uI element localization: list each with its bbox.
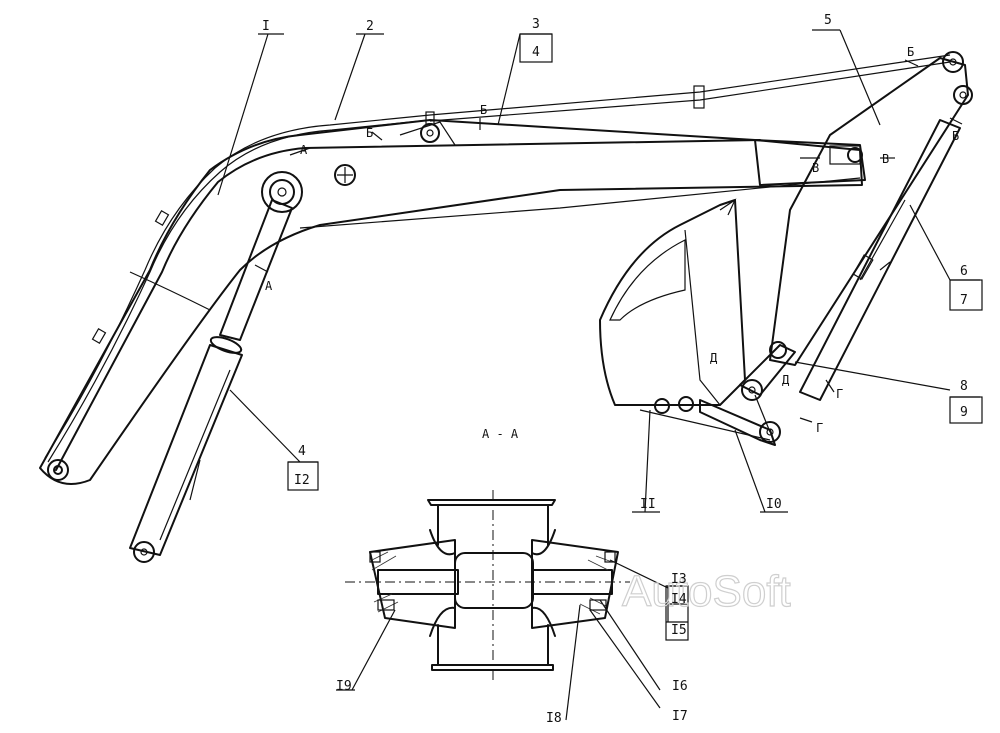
mark-b-4: Б	[952, 129, 959, 143]
callout-13: I3	[671, 572, 687, 587]
callout-4-boom: 4	[532, 45, 540, 60]
callout-1: I	[262, 19, 270, 34]
watermark: AutoSoft	[622, 567, 791, 616]
mark-v-2: В	[882, 152, 889, 166]
mark-a-lower: А	[265, 279, 273, 293]
callout-9: 9	[960, 405, 968, 420]
mark-b-2: Б	[480, 103, 487, 117]
mark-b-3: Б	[907, 45, 914, 59]
hydraulic-hoses	[44, 54, 951, 463]
bucket-cylinder	[799, 119, 961, 401]
callout-leaders	[217, 29, 983, 721]
mark-d-1: Д	[710, 351, 718, 365]
callout-10: I0	[766, 497, 782, 512]
callout-19: I9	[336, 679, 352, 694]
callout-12: I2	[294, 473, 310, 488]
mark-g-1: Г	[836, 387, 843, 401]
mark-g-2: Г	[816, 421, 823, 435]
section-marks	[254, 59, 963, 423]
bucket-linkage	[699, 341, 796, 446]
callout-17: I7	[672, 709, 688, 724]
callout-2: 2	[366, 19, 374, 34]
callout-8: 8	[960, 379, 968, 394]
callout-11: II	[640, 497, 656, 512]
callout-18: I8	[546, 711, 562, 726]
section-view-a-a	[345, 490, 630, 680]
callout-4-cylinder: 4	[298, 444, 306, 459]
boom-cylinder	[129, 171, 303, 563]
mark-a-upper: А	[300, 143, 308, 157]
callout-6: 6	[960, 264, 968, 279]
dipper-arm	[769, 51, 973, 366]
callout-16: I6	[672, 679, 688, 694]
callout-5: 5	[824, 13, 832, 28]
section-title: А - А	[482, 427, 519, 441]
mark-d-2: Д	[782, 373, 790, 387]
bucket	[599, 198, 771, 441]
mark-b-1: Б	[366, 126, 373, 140]
callout-15: I5	[671, 623, 687, 638]
callout-3: 3	[532, 17, 540, 32]
callout-7: 7	[960, 293, 968, 308]
callout-14: I4	[671, 592, 687, 607]
mark-v-1: В	[812, 161, 819, 175]
